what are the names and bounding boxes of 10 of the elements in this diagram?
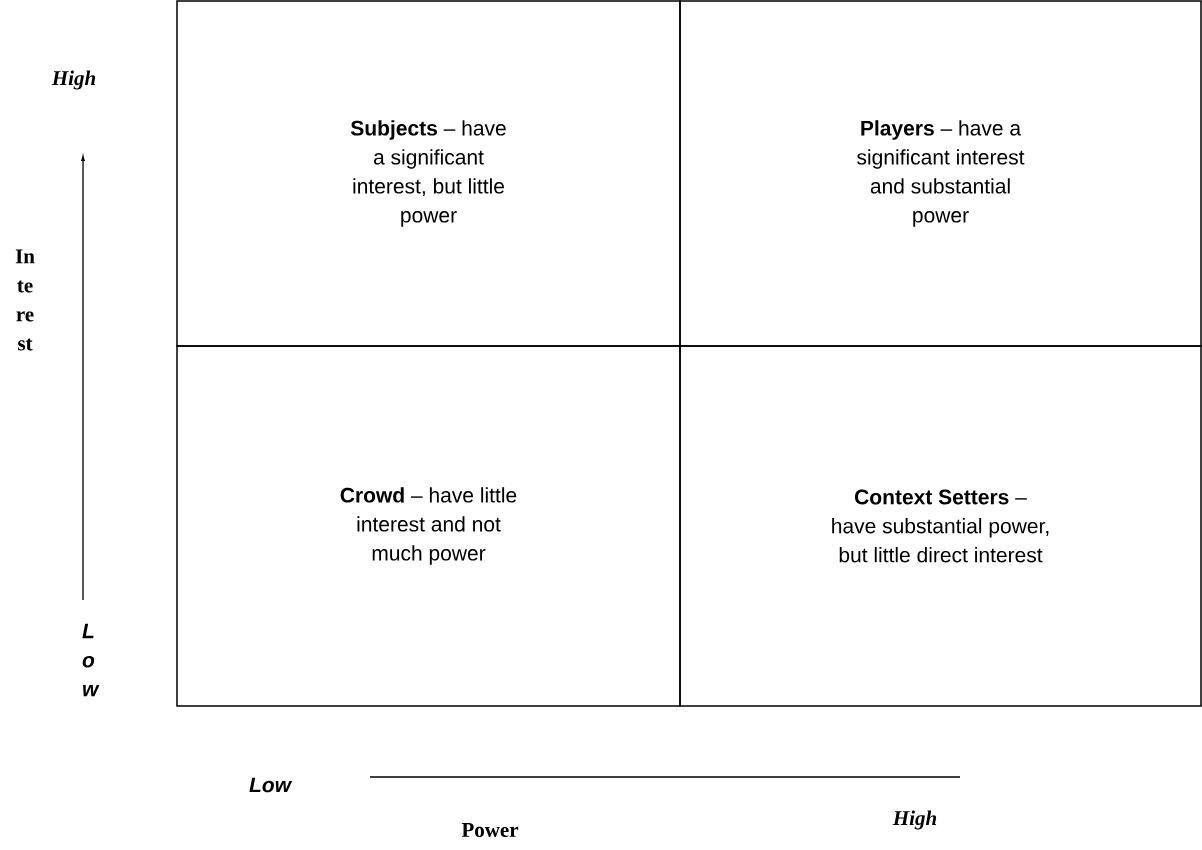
axis-label: Low bbox=[249, 777, 293, 793]
quadrant-box: Subjects – have a significant interest, but little power bbox=[176, 0, 681, 347]
axis-label: High bbox=[892, 810, 937, 830]
axis-label: High bbox=[51, 70, 96, 90]
quadrant-box: Crowd – have little interest and not much power bbox=[176, 345, 681, 707]
quadrant-box: Players – have a significant interest and substantial power bbox=[679, 0, 1202, 347]
quadrant-box: Context Setters – have substantial power, but little direct interest bbox=[679, 345, 1202, 707]
axis-label: Power bbox=[461, 823, 519, 837]
axis-label: In te re st bbox=[15, 249, 35, 351]
axis-label: L o w bbox=[82, 623, 100, 697]
